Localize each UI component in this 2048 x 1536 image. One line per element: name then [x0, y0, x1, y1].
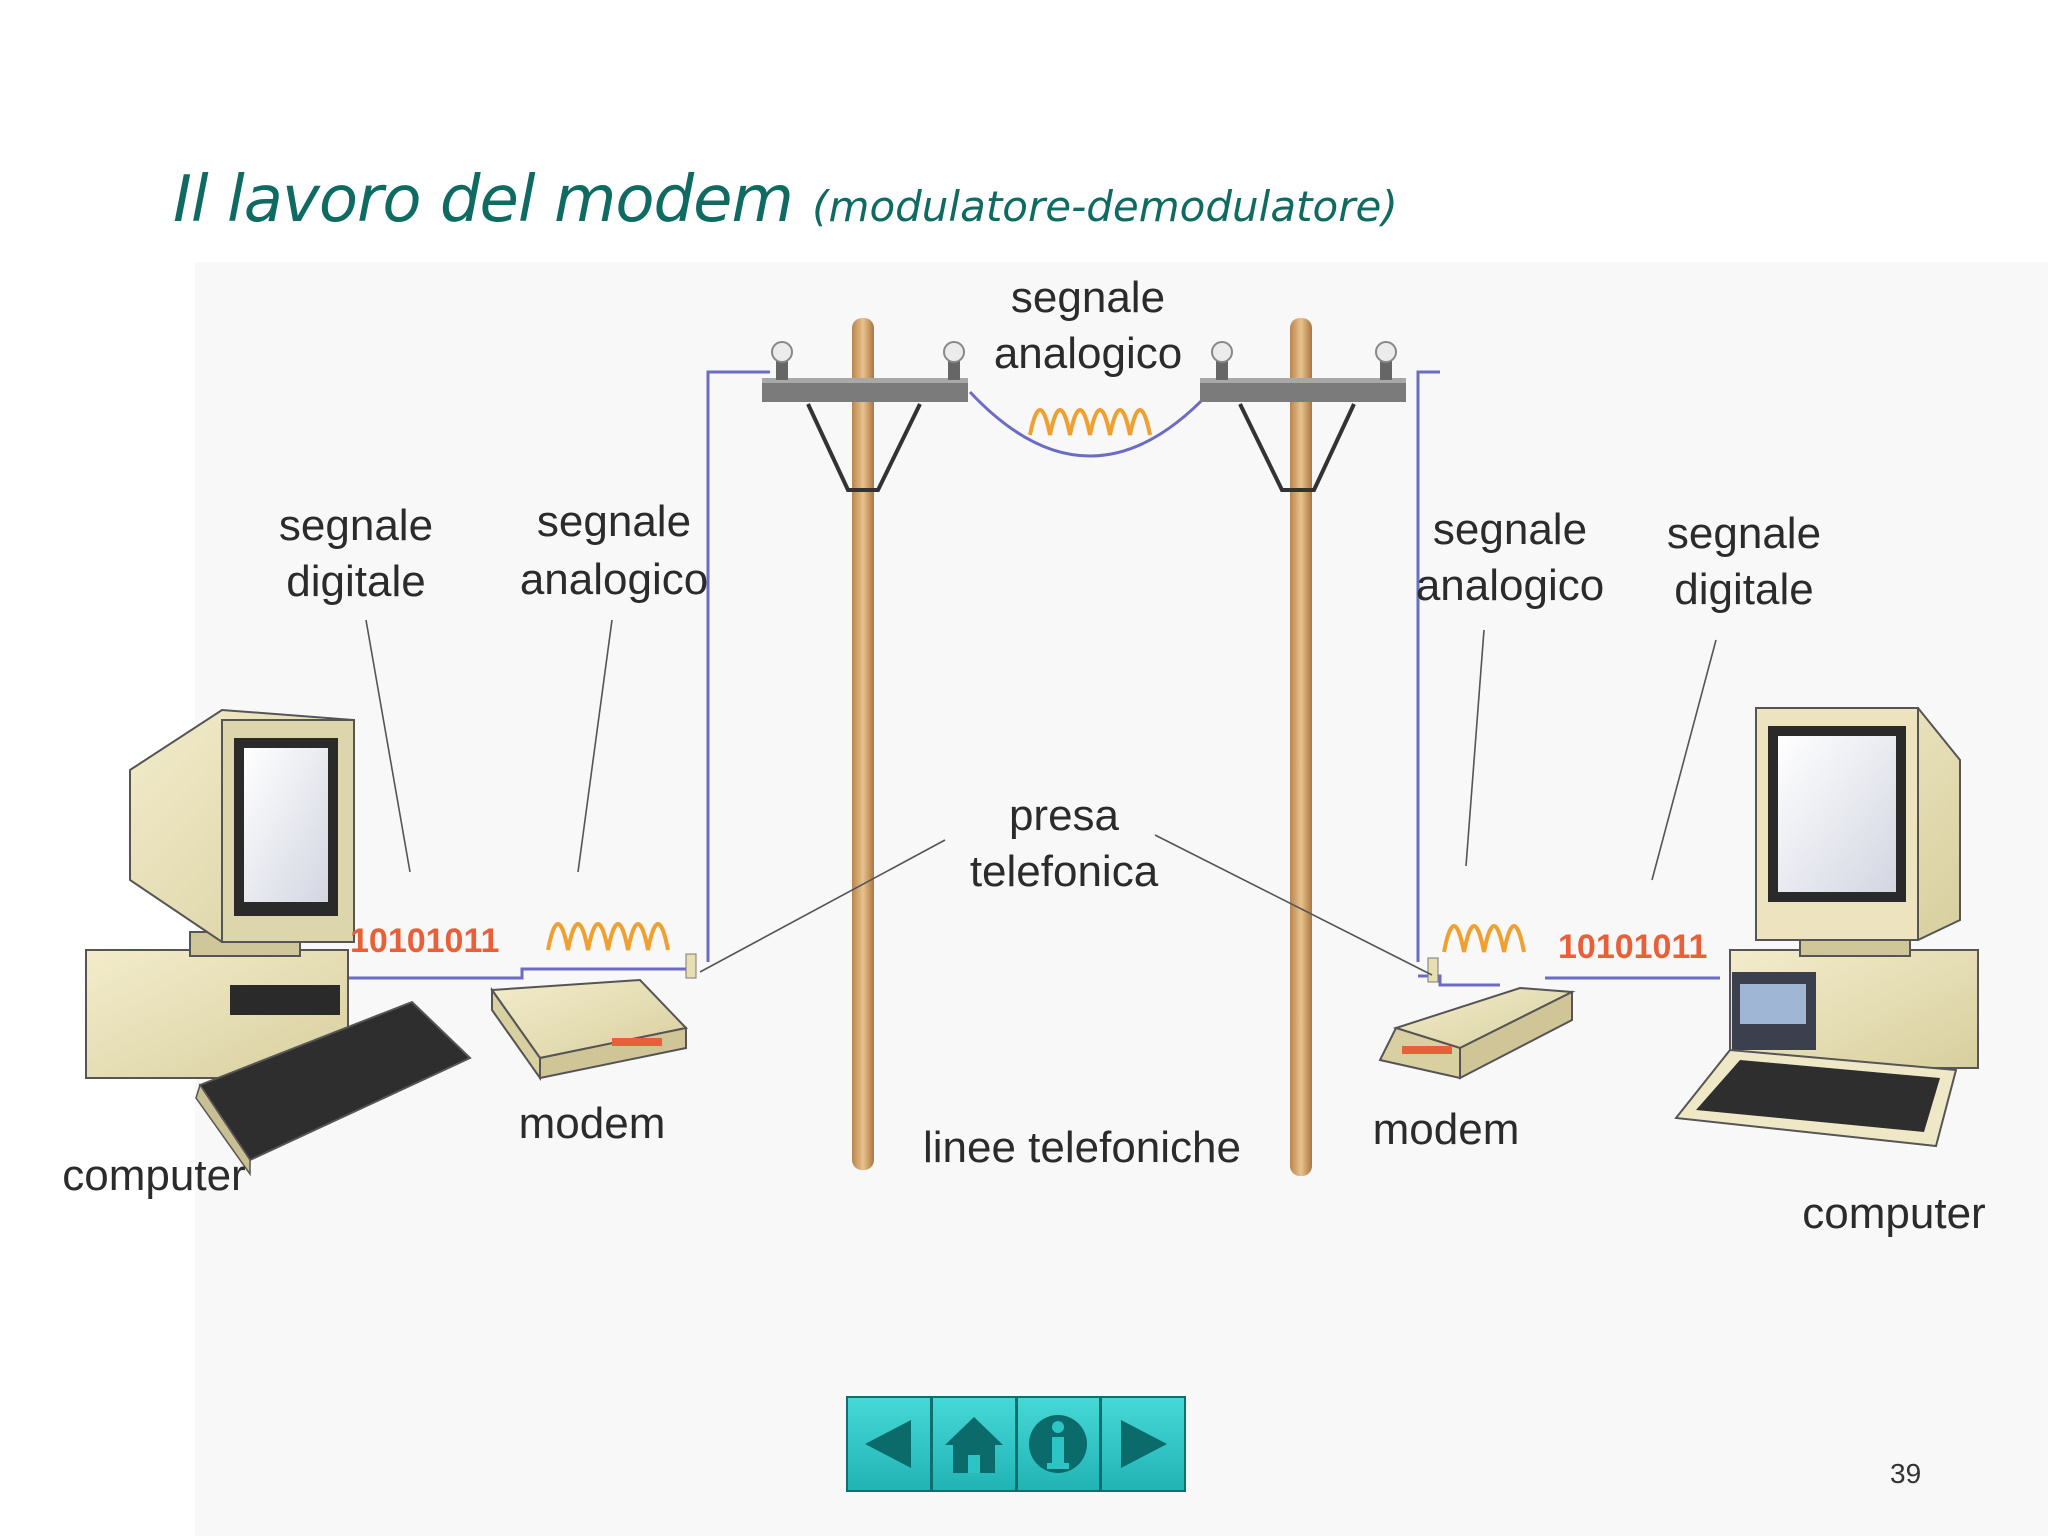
analog-wave-left [546, 922, 670, 951]
label-signal-analog-top-1: segnale [1011, 273, 1165, 322]
leader-lines [365, 619, 1717, 976]
forward-button[interactable] [1102, 1398, 1184, 1490]
computer-right [1674, 707, 1979, 1148]
page-number: 39 [1890, 1458, 1922, 1489]
label-analog-left-1: segnale [537, 497, 691, 546]
modem-left [490, 978, 688, 1082]
label-computer-left: computer [62, 1151, 245, 1200]
label-digital-left-2: digitale [286, 557, 425, 606]
telephone-pole-left [762, 318, 968, 1170]
label-digital-right-1: segnale [1667, 509, 1821, 558]
back-button[interactable] [848, 1398, 933, 1490]
arrow-right-icon [1121, 1420, 1168, 1468]
label-signal-analog-top-2: analogico [994, 329, 1182, 378]
label-digital-left-1: segnale [279, 501, 433, 550]
title-sub: (modulatore-demodulatore) [812, 182, 1398, 231]
modem-right [1378, 986, 1576, 1080]
label-analog-right-1: segnale [1433, 505, 1587, 554]
label-analog-left-2: analogico [520, 555, 708, 604]
bits-right: 10101011 [1558, 928, 1707, 966]
computer-left [85, 708, 472, 1177]
label-computer-right: computer [1802, 1189, 1985, 1238]
home-icon [944, 1417, 1003, 1473]
label-phone-lines: linee telefoniche [923, 1123, 1241, 1172]
telephone-pole-right [1200, 318, 1406, 1176]
slide-title: Il lavoro del modem (modulatore-demodula… [173, 168, 1398, 232]
title-main: Il lavoro del modem [173, 163, 794, 237]
phone-socket-right [1427, 957, 1439, 983]
analog-wave-top [1028, 408, 1152, 436]
label-modem-left: modem [519, 1099, 666, 1148]
analog-wave-right [1442, 924, 1526, 953]
home-button[interactable] [932, 1398, 1018, 1490]
slide-navigation [846, 1396, 1186, 1492]
label-socket-1: presa [1009, 791, 1120, 840]
info-button[interactable] [1017, 1398, 1103, 1490]
illustration-background [195, 262, 2048, 1536]
info-icon [1029, 1415, 1088, 1473]
phone-socket-left [685, 953, 697, 979]
label-modem-right: modem [1373, 1105, 1520, 1154]
bits-left: 10101011 [350, 922, 499, 960]
arrow-left-icon [864, 1420, 911, 1468]
phone-wire [330, 370, 1720, 987]
label-socket-2: telefonica [970, 847, 1159, 896]
label-digital-right-2: digitale [1674, 565, 1813, 614]
label-analog-right-2: analogico [1416, 561, 1604, 610]
